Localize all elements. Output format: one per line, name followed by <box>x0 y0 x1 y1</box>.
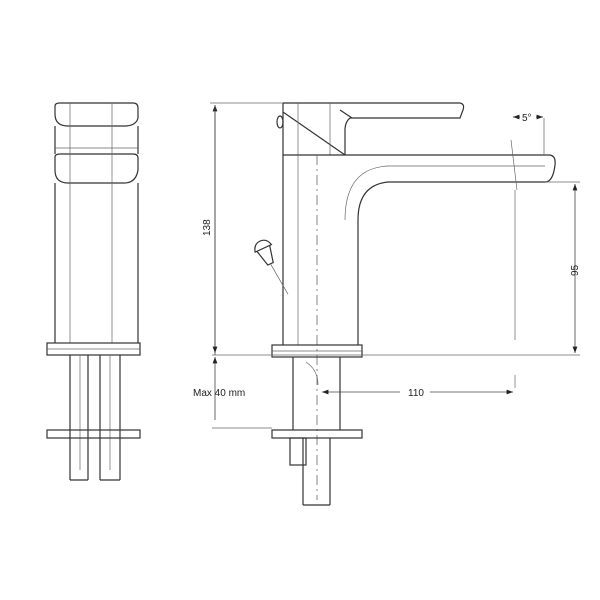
dimension-spout-reach: 110 <box>408 388 424 399</box>
dimension-max-counter: Max 40 mm <box>193 388 245 399</box>
dimension-lever-angle: 5° <box>522 113 532 124</box>
dimension-height-total: 138 <box>202 219 213 236</box>
dimension-lines <box>210 102 580 429</box>
side-view <box>46 102 141 481</box>
dimension-spout-height: 95 <box>570 264 581 276</box>
drain-knob <box>254 239 289 295</box>
front-view <box>254 102 556 506</box>
